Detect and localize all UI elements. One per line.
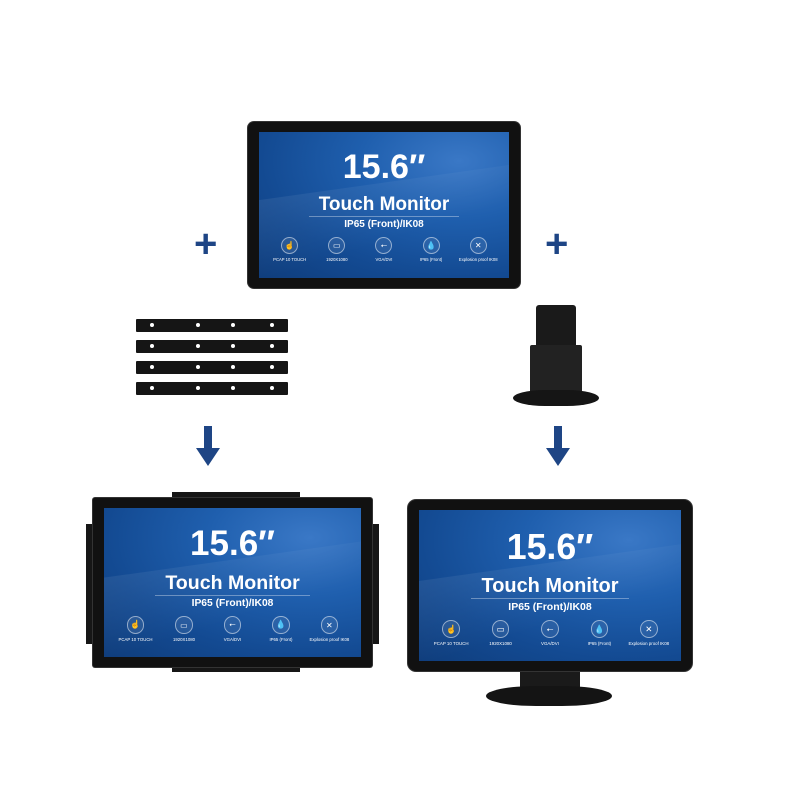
feature-label: Explosion proof IK08 (458, 257, 498, 262)
feature-label: PCAP 10 TOUCH (433, 641, 469, 646)
feature-label: IP65 (Front) (269, 636, 293, 642)
feature-icon: ⭠ (541, 620, 559, 638)
feature-icon: ▭ (328, 237, 346, 254)
feature-label: VGA/DVI (541, 641, 559, 646)
plus-icon-left: + (194, 222, 218, 266)
feature-item: ✕ Explosion proof IK08 (458, 237, 499, 262)
feature-label: PCAP 10 TOUCH (118, 636, 153, 642)
feature-label: PCAP 10 TOUCH (273, 257, 307, 262)
feature-icon: ✕ (320, 616, 339, 634)
feature-icon: ▭ (175, 616, 193, 634)
feature-icon: ▭ (491, 620, 510, 638)
screen-title: Touch Monitor (165, 571, 300, 594)
feature-item: ▭ 1920X1080 (316, 237, 357, 262)
feature-label: IP65 (Front) (419, 257, 443, 262)
feature-icon: 💧 (590, 620, 609, 638)
feature-item: ✕ Explosion proof IK08 (627, 620, 670, 646)
arrow-down-icon-right (546, 426, 570, 466)
feature-icon: ☝ (126, 616, 145, 634)
touch-monitor-main: 15.6″ Touch Monitor IP65 (Front)/IK08 ☝ … (248, 122, 520, 288)
screen-title: Touch Monitor (481, 575, 619, 598)
screen-subtitle: IP65 (Front)/IK08 (344, 219, 424, 230)
feature-icon: ✕ (469, 237, 487, 254)
feature-label: VGA/DVI (375, 257, 393, 262)
arrow-down-icon-left (196, 426, 220, 466)
feature-item: ✕ Explosion proof IK08 (308, 616, 351, 642)
feature-label: IP65 (Front) (587, 641, 612, 646)
feature-item: ▭ 1920X1080 (479, 620, 522, 646)
feature-icon: ⭠ (223, 616, 242, 634)
feature-label: Explosion proof IK08 (309, 636, 350, 642)
feature-list: ☝ PCAP 10 TOUCH ▭ 1920X1080 ⭠ VGA/DVI 💧 … (114, 616, 351, 642)
divider (155, 594, 310, 596)
feature-icon: ✕ (639, 620, 658, 638)
feature-item: ☝ PCAP 10 TOUCH (429, 620, 472, 646)
feature-icon: ☝ (442, 620, 461, 638)
screen-size-text: 15.6″ (190, 524, 275, 564)
feature-label: 1920X1080 (172, 636, 196, 642)
feature-item: ⭠ VGA/DVI (363, 237, 404, 262)
feature-item: 💧 IP65 (Front) (578, 620, 621, 646)
feature-label: 1920X1080 (326, 257, 348, 262)
feature-item: 💧 IP65 (Front) (260, 616, 303, 642)
feature-label: 1920X1080 (489, 641, 512, 646)
feature-item: ▭ 1920X1080 (163, 616, 206, 642)
feature-item: ☝ PCAP 10 TOUCH (114, 616, 157, 642)
screen-subtitle: IP65 (Front)/IK08 (191, 597, 274, 609)
feature-list: ☝ PCAP 10 TOUCH ▭ 1920X1080 ⭠ VGA/DVI 💧 … (429, 620, 670, 646)
screen-size-text: 15.6″ (342, 148, 426, 186)
feature-item: 💧 IP65 (Front) (410, 237, 451, 262)
plus-icon-right: + (545, 222, 569, 266)
screen-size-text: 15.6″ (506, 526, 594, 567)
screen-title: Touch Monitor (318, 194, 450, 215)
divider (309, 216, 459, 217)
screen-subtitle: IP65 (Front)/IK08 (508, 601, 592, 614)
feature-item: ⭠ VGA/DVI (211, 616, 254, 642)
feature-label: VGA/DVI (223, 636, 242, 642)
feature-label: Explosion proof IK08 (628, 641, 670, 646)
feature-icon: 💧 (422, 237, 440, 254)
feature-icon: ⭠ (375, 237, 393, 254)
feature-item: ⭠ VGA/DVI (528, 620, 571, 646)
feature-item: ☝ PCAP 10 TOUCH (269, 237, 310, 262)
divider (471, 598, 629, 600)
feature-icon: 💧 (272, 616, 290, 634)
feature-list: ☝ PCAP 10 TOUCH ▭ 1920X1080 ⭠ VGA/DVI 💧 … (269, 237, 499, 262)
feature-icon: ☝ (281, 237, 299, 254)
